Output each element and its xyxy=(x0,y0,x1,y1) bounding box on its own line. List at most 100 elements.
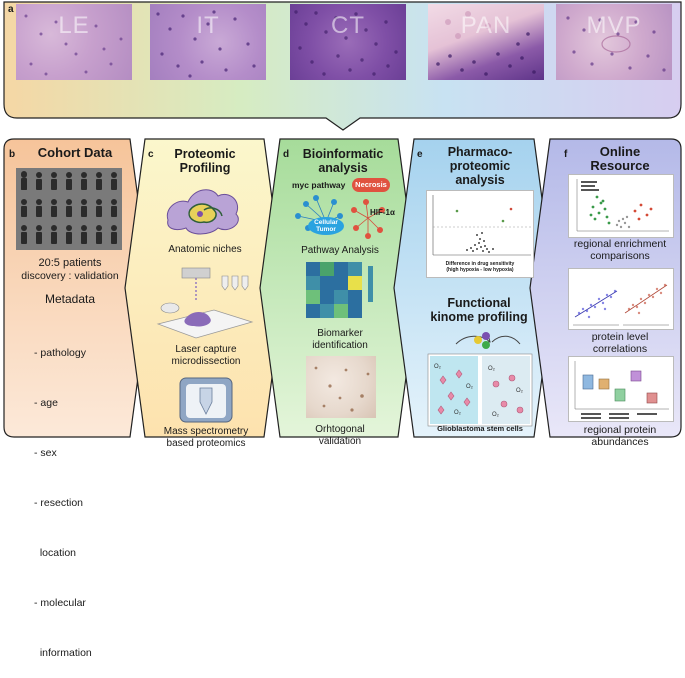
ihc-validation-image xyxy=(306,356,376,418)
ihc-texture xyxy=(314,366,370,412)
histology-tile-ct: CT xyxy=(290,4,406,80)
pharmaco-proteomic-title: Pharmaco- proteomic analysis xyxy=(424,145,536,187)
caption-line: correlations xyxy=(592,343,648,355)
laser-capture-image xyxy=(156,267,254,339)
panel-d-letter: d xyxy=(283,149,290,160)
title-line: kinome profiling xyxy=(430,310,528,324)
caption-line: identification xyxy=(312,340,368,351)
caption-line: microdissection xyxy=(171,356,241,367)
metadata-item: - age xyxy=(34,397,58,409)
title-line: Resource xyxy=(590,158,650,173)
title-line: Online xyxy=(599,144,641,159)
online-resource-title: Online Resource xyxy=(568,145,672,173)
title-line: Bioinformatic xyxy=(302,147,384,161)
correlation-scatter-plot xyxy=(573,283,669,326)
biomarker-caption: Biomarker identification xyxy=(286,328,394,352)
caption-line: abundances xyxy=(591,436,649,448)
metadata-item: - molecular xyxy=(34,597,86,609)
panel-c-letter: c xyxy=(148,149,154,160)
caption-line: based proteomics xyxy=(166,438,246,449)
caption-line: regional enrichment xyxy=(573,238,667,250)
tile-label-it: IT xyxy=(196,12,220,39)
node-line: Cellular xyxy=(314,219,338,226)
svg-text:O₂: O₂ xyxy=(454,410,462,416)
svg-text:O₂: O₂ xyxy=(488,366,496,372)
metadata-title: Metadata xyxy=(44,292,96,306)
title-line: analysis xyxy=(455,173,505,187)
title-line: Profiling xyxy=(179,161,231,175)
patients-count-text: 20:5 patients xyxy=(38,257,102,269)
node-line: Tumor xyxy=(316,226,336,233)
title-line: Proteomic xyxy=(174,147,236,161)
caption-line: protein level xyxy=(591,331,649,343)
anatomic-niches-image xyxy=(166,189,239,235)
patients-split-text: discovery : validation xyxy=(21,270,119,282)
caption-line: comparisons xyxy=(590,250,650,262)
caption-line: Biomarker xyxy=(317,328,363,339)
correlation-caption: protein level correlations xyxy=(562,331,678,355)
panel-f-letter: f xyxy=(564,149,568,160)
cohort-data-title: Cohort Data xyxy=(37,145,113,160)
volcano-xlabel: Difference in drug sensitivity (high hyp… xyxy=(429,261,531,273)
stem-cells-image: O₂ O₂ O₂ O₂ O₂ O₂ xyxy=(427,332,533,427)
caption-line: Mass spectrometry xyxy=(163,426,249,437)
volcano-plot-thumbnail: Difference in drug sensitivity (high hyp… xyxy=(426,190,534,278)
panel-a-letter: a xyxy=(8,4,14,15)
caption-line: Laser capture xyxy=(175,344,237,355)
enrichment-plot-thumbnail xyxy=(568,174,674,238)
svg-text:O₂: O₂ xyxy=(492,412,500,418)
tile-label-le: LE xyxy=(58,12,90,39)
metadata-list: - pathology - age - sex - resection loca… xyxy=(34,310,129,678)
metadata-item: - resection xyxy=(34,497,84,509)
mass-spectrometry-caption: Mass spectrometry based proteomics xyxy=(146,426,266,450)
panel-e-letter: e xyxy=(417,149,423,160)
proteomic-profiling-title: Proteomic Profiling xyxy=(155,147,255,175)
axis-line: Difference in drug sensitivity xyxy=(445,261,515,267)
tissue-texture-it xyxy=(156,10,256,78)
svg-text:O₂: O₂ xyxy=(466,384,474,390)
svg-text:O₂: O₂ xyxy=(516,388,524,394)
node-myc-pathway: myc pathway xyxy=(292,180,346,190)
panel-b-letter: b xyxy=(9,149,16,160)
tissue-texture-le xyxy=(24,14,123,76)
metadata-item: location xyxy=(34,547,77,559)
volcano-plot xyxy=(432,195,531,256)
histology-tile-le: LE xyxy=(16,4,132,80)
metadata-item: - sex xyxy=(34,447,57,459)
histology-tile-mvp: MVP xyxy=(556,4,672,80)
metadata-item: - pathology xyxy=(34,347,86,359)
metadata-item: information xyxy=(34,647,92,659)
bioinformatic-analysis-title: Bioinformatic analysis xyxy=(288,147,398,175)
node-hif: HIF-1α xyxy=(370,208,395,217)
histology-tile-pan: PAN xyxy=(428,4,544,80)
stem-cells-caption: Glioblastoma stem cells xyxy=(437,424,523,433)
title-line: analysis xyxy=(318,161,368,175)
caption-line: Orhtogonal xyxy=(315,424,365,435)
tile-label-ct: CT xyxy=(331,12,365,39)
histology-tile-it: IT xyxy=(150,4,266,80)
laser-capture-caption: Laser capture microdissection xyxy=(148,344,264,368)
enrichment-volcano-plot xyxy=(576,179,669,232)
biomarker-heatmap-image xyxy=(306,262,373,318)
caption-line: regional protein xyxy=(583,424,657,436)
pathway-analysis-caption: Pathway Analysis xyxy=(301,245,379,256)
patient-cohort-image xyxy=(16,168,122,250)
correlation-plot-thumbnail xyxy=(568,268,674,330)
title-line: proteomic xyxy=(449,159,511,173)
tissue-texture-pan xyxy=(436,11,536,76)
node-cellular-tumor: Cellular Tumor xyxy=(309,219,343,233)
title-line: Functional xyxy=(447,296,511,310)
caption-line: validation xyxy=(318,436,362,447)
axis-line: (high hypoxia - low hypoxia) xyxy=(446,267,514,273)
mass-spectrometer-image xyxy=(179,377,233,423)
tile-label-pan: PAN xyxy=(460,12,512,39)
tile-label-mvp: MVP xyxy=(586,12,642,39)
svg-text:O₂: O₂ xyxy=(434,364,442,370)
pathway-network-image xyxy=(295,178,390,239)
tissue-texture-ct xyxy=(294,10,398,76)
validation-caption: Orhtogonal validation xyxy=(286,424,394,448)
abundance-box-plot xyxy=(574,361,669,419)
kinome-profiling-title: Functional kinome profiling xyxy=(422,296,536,324)
people-icons xyxy=(21,171,117,244)
enrichment-caption: regional enrichment comparisons xyxy=(562,238,678,262)
